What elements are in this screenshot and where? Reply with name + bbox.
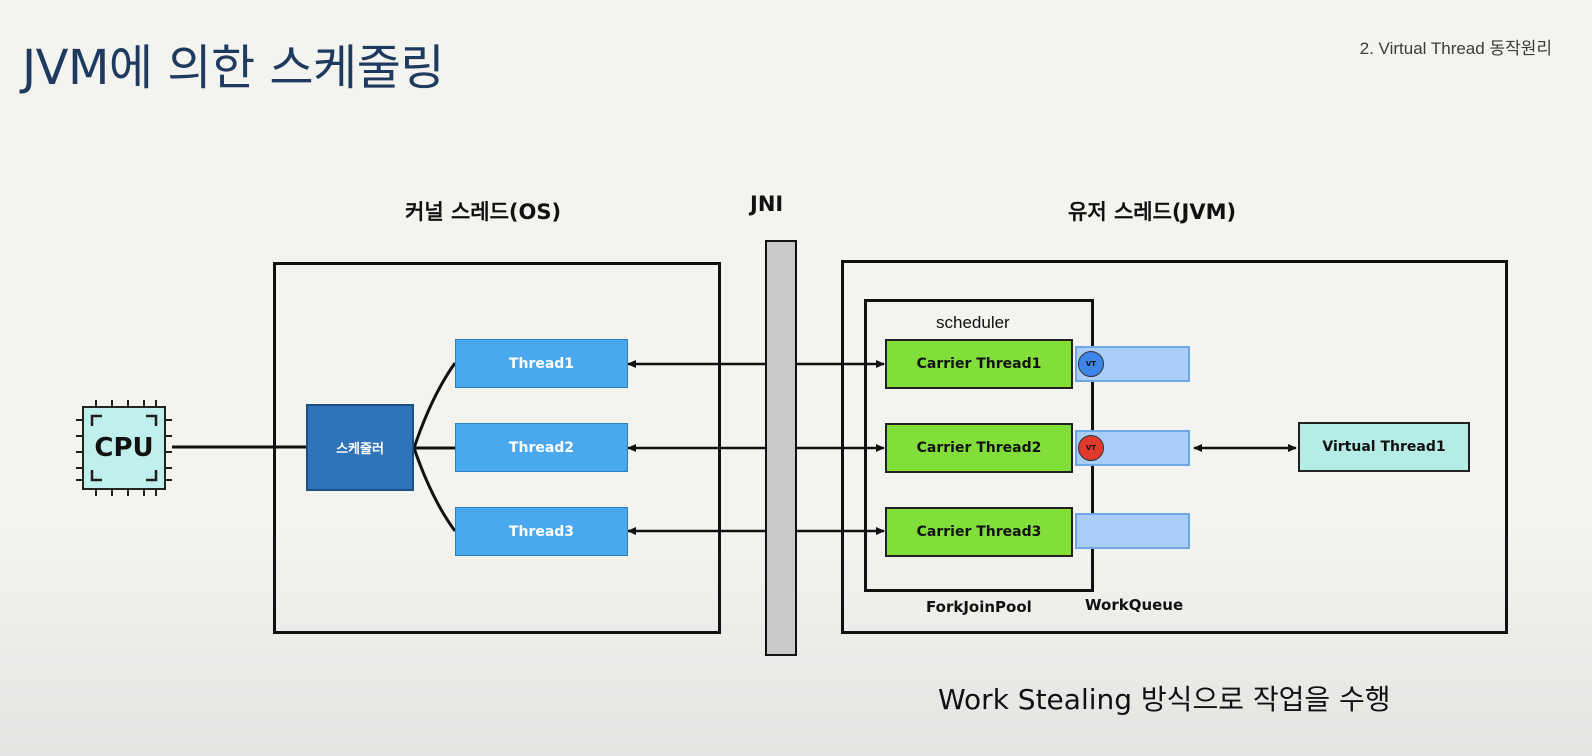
kernel-thread-2: Thread2	[455, 423, 628, 472]
footer-caption: Work Stealing 방식으로 작업을 수행	[938, 683, 1391, 716]
scheduler-label: scheduler	[936, 313, 1010, 332]
user-thread-panel	[841, 260, 1508, 634]
work-queue-3	[1075, 513, 1190, 549]
section-label: 2. Virtual Thread 동작원리	[1359, 39, 1552, 58]
kernel-thread-3: Thread3	[455, 507, 628, 556]
carrier-thread-3: Carrier Thread3	[885, 507, 1073, 557]
kernel-thread-1: Thread1	[455, 339, 628, 388]
fan-line-1	[412, 362, 457, 449]
cpu-chip: CPU	[76, 400, 172, 496]
slide-title: JVM에 의한 스케줄링	[22, 40, 445, 96]
jni-heading: JNI	[750, 192, 784, 216]
workqueue-label: WorkQueue	[1085, 596, 1184, 614]
forkjoinpool-label: ForkJoinPool	[926, 598, 1032, 616]
kernel-thread-heading: 커널 스레드(OS)	[405, 200, 562, 224]
cpu-icon	[76, 400, 172, 496]
kernel-thread-panel	[273, 262, 721, 634]
os-scheduler-box: 스케줄러	[306, 404, 414, 491]
jni-bar	[765, 240, 797, 656]
cpu-label: CPU	[94, 433, 154, 463]
vt-badge-blue: VT	[1078, 351, 1104, 377]
carrier-thread-2: Carrier Thread2	[885, 423, 1073, 473]
carrier-thread-1: Carrier Thread1	[885, 339, 1073, 389]
fan-line-3	[412, 447, 457, 532]
user-thread-heading: 유저 스레드(JVM)	[1068, 200, 1237, 224]
virtual-thread-1: Virtual Thread1	[1298, 422, 1470, 472]
vt-badge-red: VT	[1078, 435, 1104, 461]
